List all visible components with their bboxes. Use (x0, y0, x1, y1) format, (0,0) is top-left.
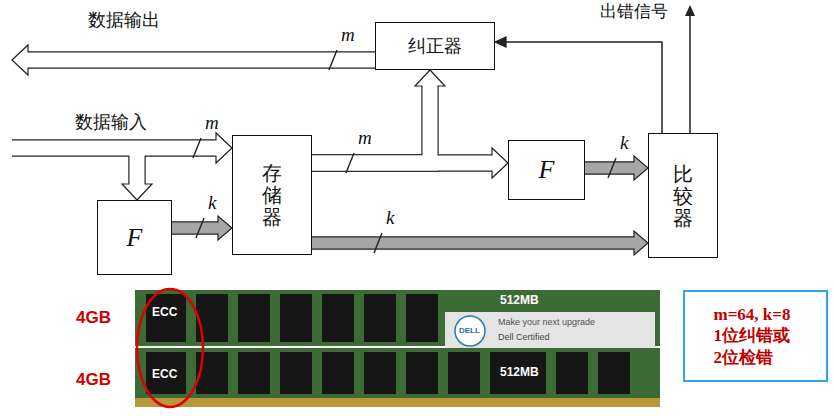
arrow-head (122, 184, 152, 200)
memory-chip (280, 294, 312, 342)
bus-slash (196, 218, 204, 238)
check-bus-arrow (172, 223, 220, 234)
memory-chip (598, 352, 630, 394)
bus-width: k (620, 132, 628, 154)
bus-width: k (386, 207, 394, 229)
bus-slash (608, 158, 616, 178)
node-text: m=64, k=8 1位纠错或 2位检错 (714, 304, 798, 368)
sticker-text: Make your next upgrade (498, 317, 595, 327)
memory-chip (406, 352, 438, 394)
memory-chip (146, 294, 186, 342)
bus-width: k (208, 192, 216, 214)
memory-chip (556, 352, 588, 394)
bus-width: m (341, 24, 355, 46)
memory-chip (322, 294, 354, 342)
chip-label: 512MB (500, 294, 539, 308)
capacity-label: 4GB (76, 308, 111, 328)
memory-chip (490, 352, 546, 394)
arrow-head (216, 133, 232, 163)
comparator-box: 比较器 (648, 133, 718, 258)
arrow-head (492, 148, 508, 178)
node-text: 纠正器 (408, 34, 462, 58)
memory-chip (406, 294, 438, 342)
signal-line (506, 42, 662, 133)
memory-chip (364, 294, 396, 342)
arrow-head (634, 156, 648, 180)
note-box: m=64, k=8 1位纠错或 2位检错 (683, 290, 828, 382)
dell-logo (455, 316, 485, 346)
arrow-head (218, 216, 232, 240)
chip-label: ECC (152, 368, 177, 382)
memory-chip (448, 352, 480, 394)
module-sticker (445, 312, 655, 348)
memory-module-photo (135, 289, 660, 407)
bus-slash (193, 138, 201, 158)
chip-label: 512MB (500, 366, 539, 380)
arrow-head (634, 231, 648, 255)
signal-name: 数据输出 (88, 10, 160, 31)
memory-chip (238, 294, 270, 342)
arrow-head (415, 70, 445, 86)
function-box: F (97, 200, 172, 275)
corrector-box: 纠正器 (375, 22, 495, 70)
bus-width: m (205, 112, 219, 134)
node-text: 存储器 (262, 162, 282, 228)
memory-chip (364, 352, 396, 394)
bus-slash (329, 50, 337, 70)
signal-line (689, 16, 691, 133)
function-box: F (508, 140, 585, 200)
arrow-head (495, 37, 506, 47)
highlight-ellipse (137, 289, 203, 407)
logo-text: DELL (459, 326, 480, 335)
capacity-label: 4GB (76, 370, 111, 390)
error-signal-line (685, 5, 695, 133)
io-bus-heads (12, 45, 232, 200)
memory-chip (146, 352, 186, 394)
signal-name: 出错信号 (600, 2, 668, 22)
signal-name: 数据输入 (75, 112, 147, 133)
arrow-head (12, 45, 28, 75)
bus-width: m (358, 127, 372, 149)
memory-chip (238, 352, 270, 394)
node-text: 比较器 (673, 163, 693, 229)
module-board (135, 348, 660, 406)
node-text: F (127, 223, 143, 253)
chip-label: ECC (152, 306, 177, 320)
memory-chip (280, 352, 312, 394)
output-bus-fill (27, 53, 376, 68)
node-text: F (539, 155, 555, 185)
memory-chip (322, 352, 354, 394)
data-bus-arrow (312, 86, 430, 163)
bus-slash (346, 153, 354, 173)
sticker-text: Dell Certified (498, 332, 550, 342)
input-bus-fill (12, 148, 218, 186)
arrow-head (685, 5, 695, 16)
check-bus-arrow (312, 238, 636, 249)
memory-box: 存储器 (232, 135, 312, 255)
bus-slash (374, 233, 382, 253)
gold-contacts (135, 398, 660, 407)
memory-chip (196, 294, 228, 342)
data-bus-arrow (312, 85, 430, 164)
